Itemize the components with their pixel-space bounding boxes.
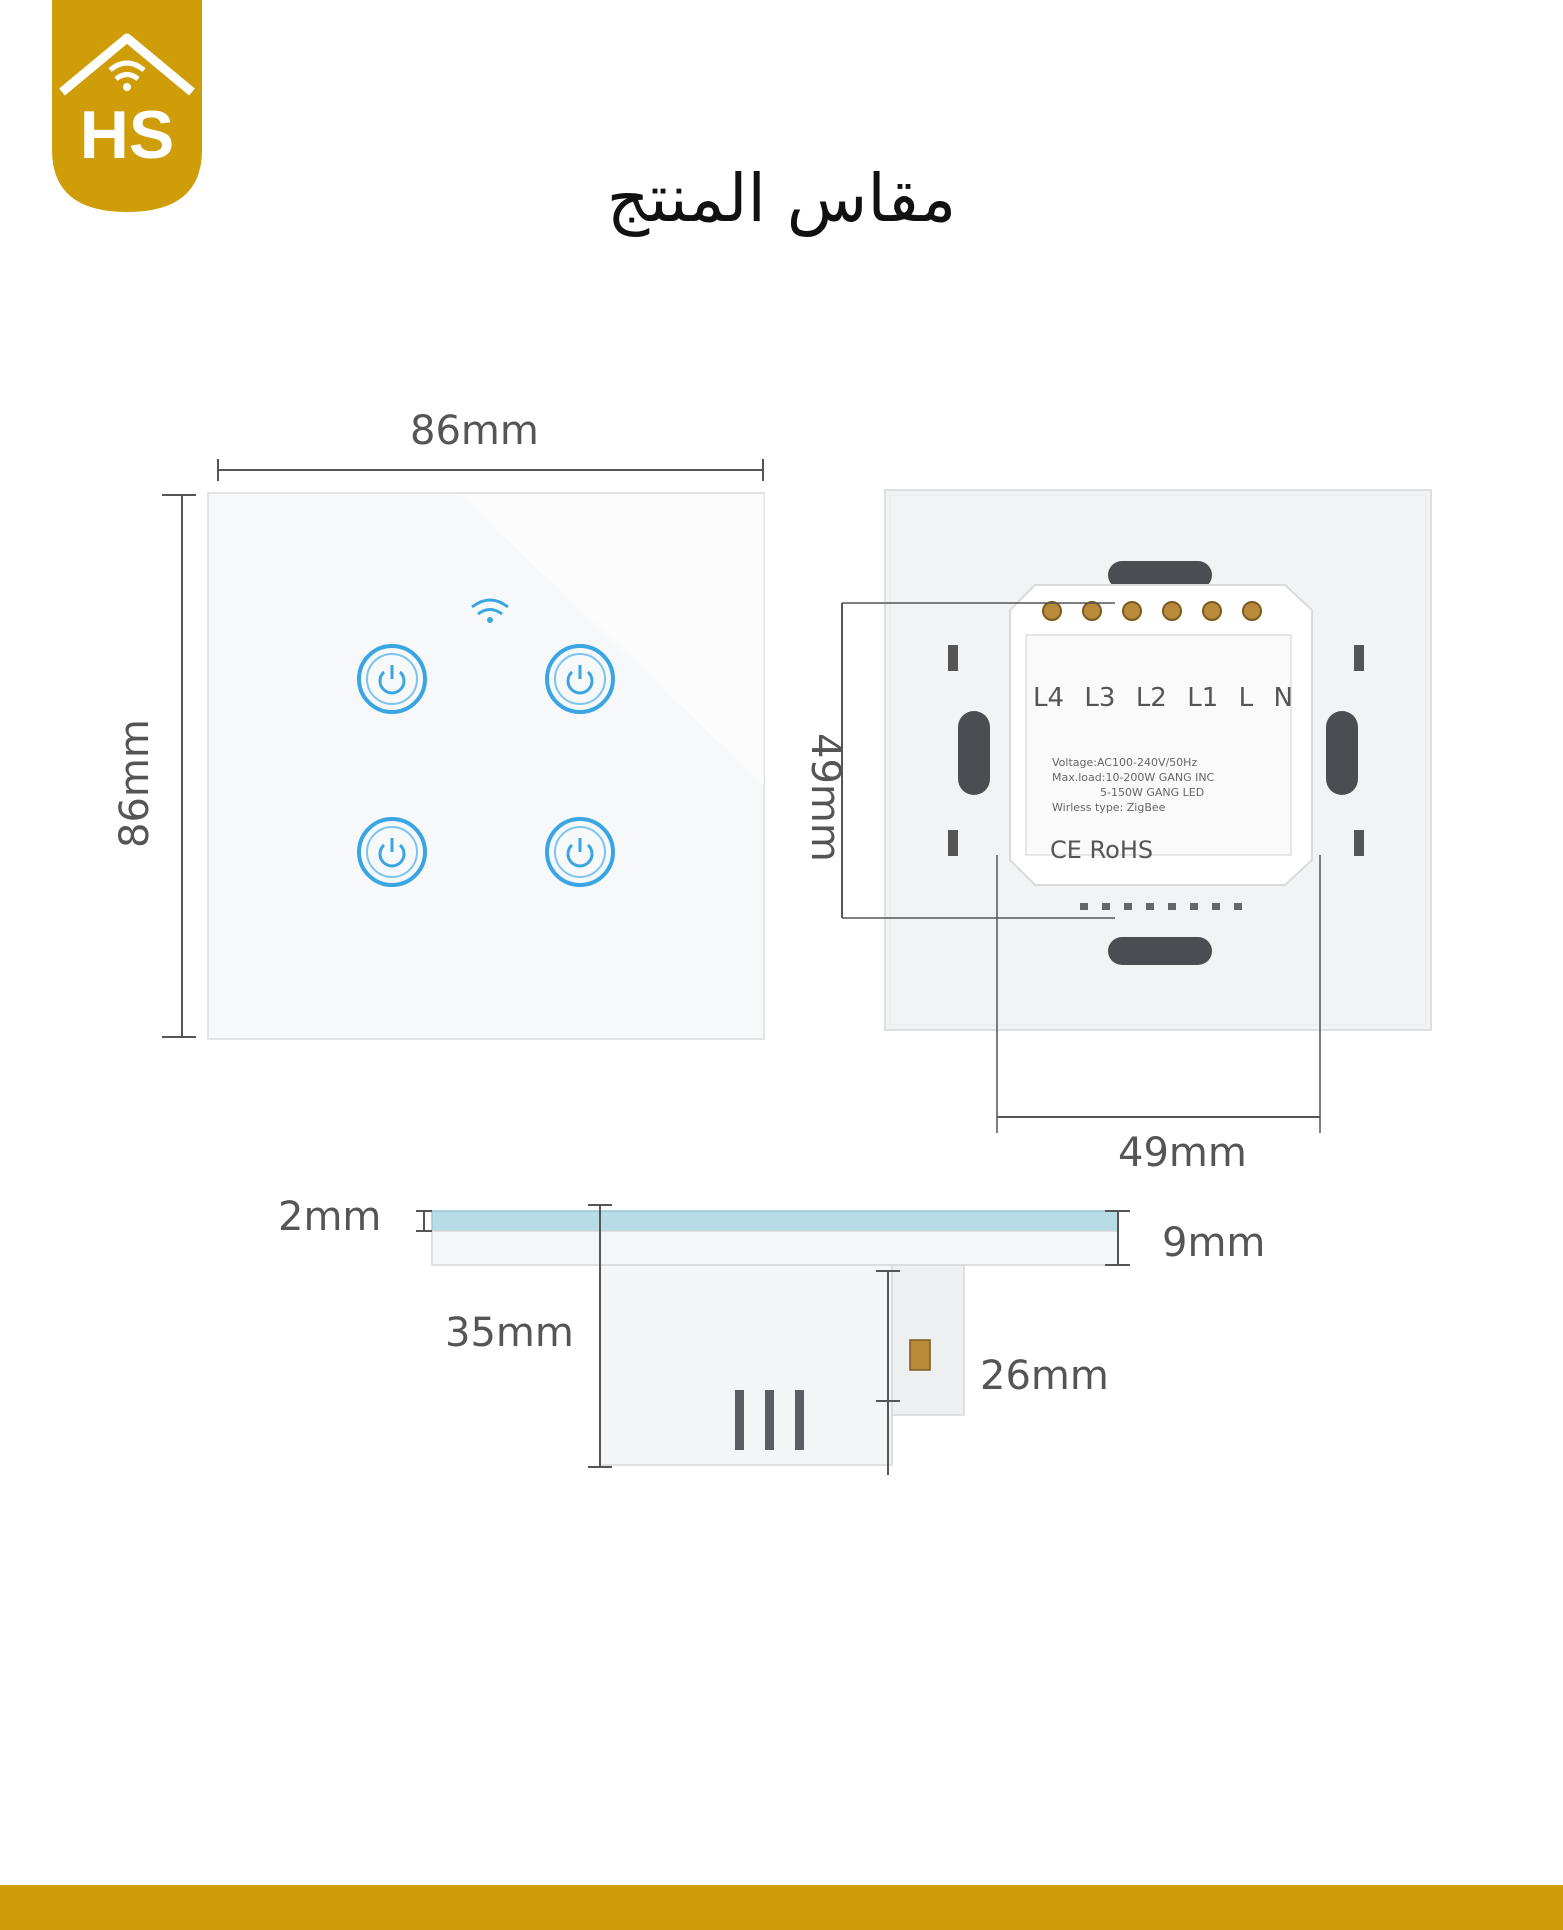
glass-thickness-label: 2mm xyxy=(278,1194,382,1240)
terminal-label: N xyxy=(1273,683,1293,713)
spec-text: Voltage:AC100-240V/50Hz Max.load:10-200W… xyxy=(1052,755,1214,815)
terminal-label: L3 xyxy=(1084,683,1116,713)
spec-line: Voltage:AC100-240V/50Hz xyxy=(1052,756,1198,769)
spec-line: Wirless type: ZigBee xyxy=(1052,801,1166,814)
terminal-label: L1 xyxy=(1187,683,1219,713)
front-width-label: 86mm xyxy=(410,408,539,454)
certification-marks: CE RoHS xyxy=(1050,836,1154,864)
spec-line: 5-150W GANG LED xyxy=(1100,786,1205,799)
back-height-label: 49mm xyxy=(802,733,848,862)
logo-text: HS xyxy=(80,97,174,173)
spec-line: Max.load:10-200W GANG INC xyxy=(1052,771,1215,784)
back-view-diagram xyxy=(830,485,1450,1145)
touch-button-4[interactable] xyxy=(543,815,617,889)
front-height-label: 86mm xyxy=(112,719,158,848)
wifi-icon xyxy=(471,598,509,616)
side-view-diagram xyxy=(400,1195,1160,1475)
touch-button-1[interactable] xyxy=(355,642,429,716)
terminal-labels: L4 L3 L2 L1 L N xyxy=(1033,683,1293,713)
page-title: مقاس المنتج xyxy=(606,160,957,237)
terminal-label: L4 xyxy=(1033,683,1065,713)
brand-logo: HS xyxy=(52,0,202,212)
box-depth-label: 26mm xyxy=(980,1353,1109,1399)
depth-label: 35mm xyxy=(445,1310,574,1356)
terminal-label: L xyxy=(1238,683,1254,713)
footer-bar xyxy=(0,1885,1563,1930)
back-width-label: 49mm xyxy=(1118,1130,1247,1176)
terminal-label: L2 xyxy=(1135,683,1167,713)
panel-thickness-label: 9mm xyxy=(1162,1220,1266,1266)
touch-button-3[interactable] xyxy=(355,815,429,889)
front-view-diagram xyxy=(160,455,780,1055)
touch-button-2[interactable] xyxy=(543,642,617,716)
